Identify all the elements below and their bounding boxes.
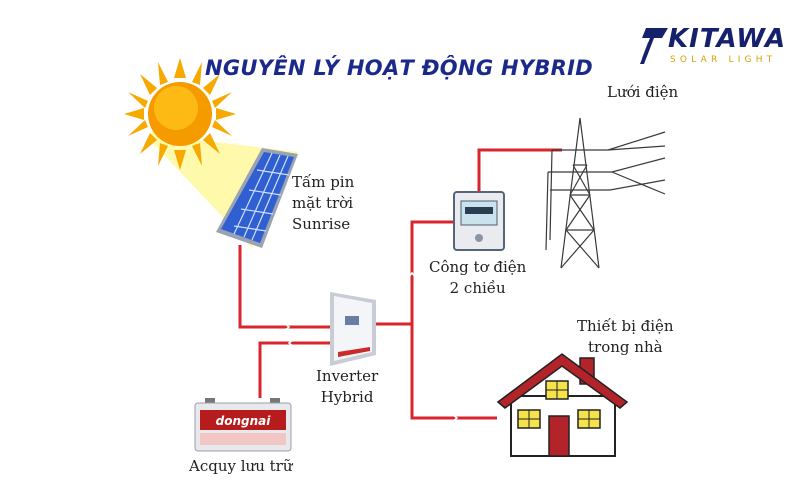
solar-panel-label: Tấm pin mặt trời Sunrise [292,172,354,235]
house-label: Thiết bị điện trong nhà [577,316,674,358]
inverter-icon [330,292,376,366]
logo-name: KITAWA [668,24,787,54]
house-label-line2: trong nhà [588,338,663,356]
battery-icon: dongnai [194,398,292,452]
logo-mark-icon [640,28,668,64]
page-title: NGUYÊN LÝ HOẠT ĐỘNG HYBRID [205,56,593,80]
wire-battery-inverter [258,341,330,398]
meter-label: Công tơ điện 2 chiều [429,257,526,299]
brand-logo: KITAWA SOLAR LIGHT [640,24,785,72]
logo-tagline: SOLAR LIGHT [670,55,777,65]
solar-panel-label-line2: mặt trời [292,194,353,212]
wire-panel-inverter [238,245,330,329]
wire-inverter-house [410,324,497,420]
meter-label-line2: 2 chiều [449,279,506,297]
inverter-label-line2: Hybrid [320,388,374,406]
inverter-label: Inverter Hybrid [316,366,378,408]
inverter-label-line1: Inverter [316,367,379,385]
meter-label-line1: Công tơ điện [429,258,527,276]
wire-meter-grid [477,148,562,192]
house-icon [496,353,629,457]
power-tower-icon [545,117,666,269]
house-label-line1: Thiết bị điện [577,317,674,335]
solar-panel-icon [216,148,298,248]
grid-label: Lưới điện [607,83,679,101]
battery-brand: dongnai [216,414,272,428]
solar-panel-label-line1: Tấm pin [292,173,355,191]
battery-label: Acquy lưu trữ [189,457,293,475]
solar-panel-label-line3: Sunrise [292,215,351,233]
sun-icon [124,58,236,170]
wire-arrows [283,271,459,423]
meter-icon [453,191,505,251]
